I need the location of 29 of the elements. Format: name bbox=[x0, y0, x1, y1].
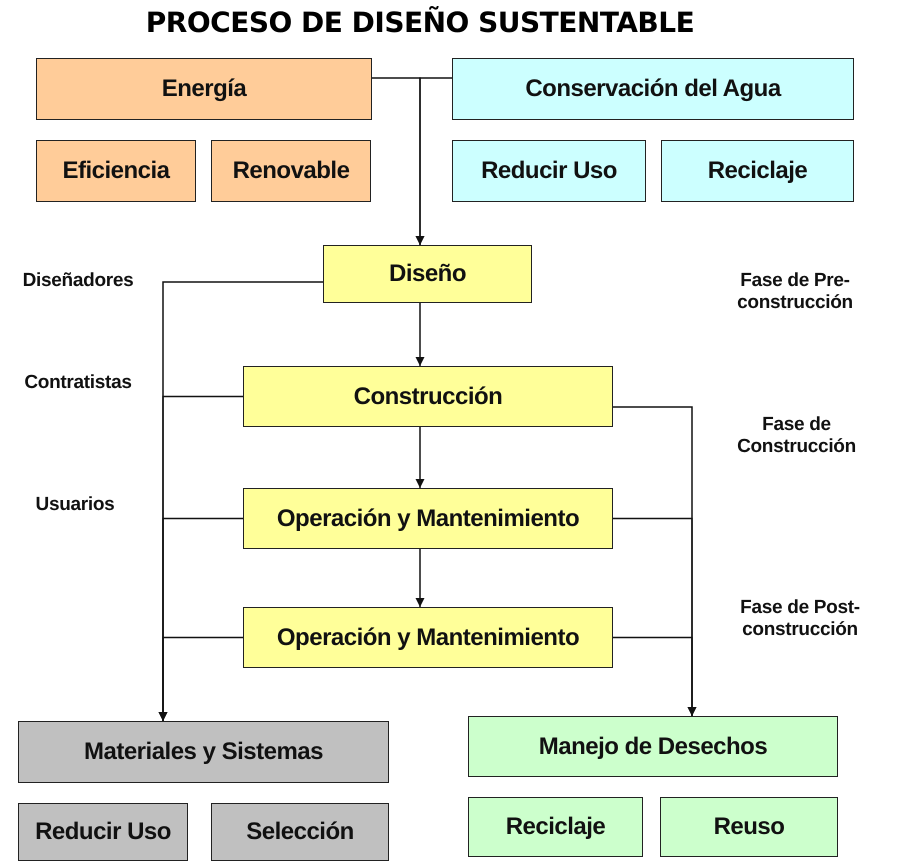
side-label: Fase de Pre-construcción bbox=[736, 270, 854, 314]
connector-arrow bbox=[416, 303, 424, 366]
category-box: Manejo de Desechos bbox=[468, 716, 838, 777]
category-box: Renovable bbox=[211, 140, 371, 202]
category-box: Reuso bbox=[660, 797, 838, 857]
side-label: Diseñadores bbox=[22, 270, 134, 292]
category-box: Conservación del Agua bbox=[452, 58, 854, 120]
process-box: Operación y Mantenimiento bbox=[243, 488, 613, 549]
side-label: Usuarios bbox=[34, 494, 116, 516]
process-box: Diseño bbox=[323, 245, 532, 303]
connector-arrow bbox=[613, 636, 696, 716]
connector-arrow bbox=[158, 636, 243, 721]
category-box: Materiales y Sistemas bbox=[18, 721, 389, 783]
category-box: Energía bbox=[36, 58, 372, 120]
connector-arrow bbox=[416, 427, 424, 488]
category-box: Selección bbox=[211, 803, 389, 861]
connector-arrow bbox=[416, 549, 424, 607]
diagram-title: PROCESO DE DISEÑO SUSTENTABLE bbox=[144, 6, 696, 39]
process-box: Construcción bbox=[243, 366, 613, 427]
category-box: Reducir Uso bbox=[18, 803, 188, 861]
connector-arrow bbox=[416, 77, 452, 245]
category-box: Reducir Uso bbox=[452, 140, 646, 202]
side-label: Fase de Construcción bbox=[736, 414, 857, 458]
side-label: Contratistas bbox=[23, 372, 133, 394]
process-box: Operación y Mantenimiento bbox=[243, 607, 613, 668]
category-box: Reciclaje bbox=[661, 140, 854, 202]
category-box: Eficiencia bbox=[36, 140, 196, 202]
category-box: Reciclaje bbox=[468, 797, 643, 857]
side-label: Fase de Post-construcción bbox=[739, 597, 861, 641]
